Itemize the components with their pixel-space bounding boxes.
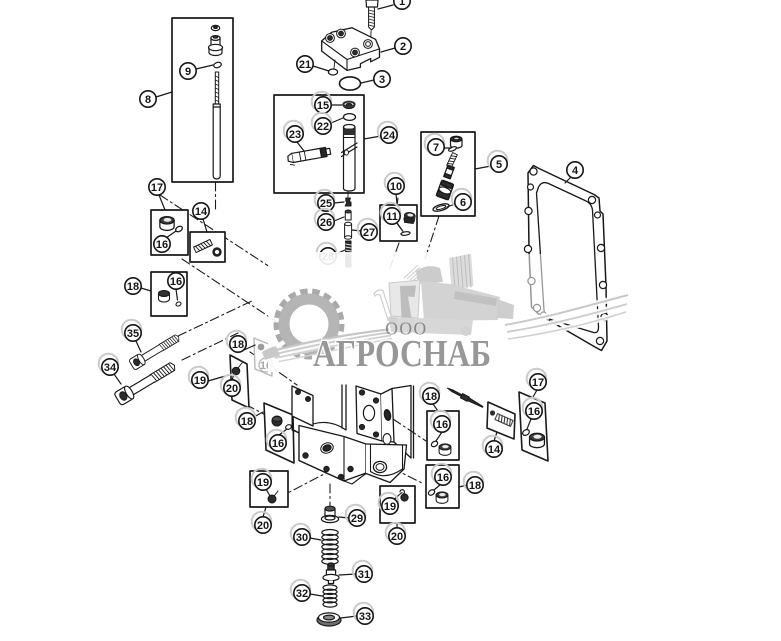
svg-text:34: 34 xyxy=(104,362,117,374)
svg-text:18: 18 xyxy=(469,480,481,492)
svg-text:ООО: ООО xyxy=(385,319,427,339)
svg-text:33: 33 xyxy=(359,611,371,623)
svg-text:35: 35 xyxy=(127,328,139,340)
svg-text:17: 17 xyxy=(532,377,544,389)
svg-text:9: 9 xyxy=(185,66,191,78)
svg-text:16: 16 xyxy=(528,406,540,418)
svg-text:1: 1 xyxy=(399,0,405,8)
svg-text:27: 27 xyxy=(363,227,375,239)
svg-text:18: 18 xyxy=(425,391,437,403)
svg-text:19: 19 xyxy=(194,375,206,387)
svg-text:18: 18 xyxy=(232,339,244,351)
svg-text:26: 26 xyxy=(320,217,332,229)
svg-text:2: 2 xyxy=(400,41,406,53)
svg-text:15: 15 xyxy=(317,100,329,112)
svg-text:30: 30 xyxy=(296,532,308,544)
svg-text:18: 18 xyxy=(241,416,253,428)
svg-text:20: 20 xyxy=(226,383,238,395)
svg-text:11: 11 xyxy=(386,211,398,223)
svg-text:10: 10 xyxy=(390,181,402,193)
svg-text:8: 8 xyxy=(145,94,151,106)
svg-text:20: 20 xyxy=(391,531,403,543)
svg-text:16: 16 xyxy=(437,472,449,484)
svg-text:24: 24 xyxy=(383,130,396,142)
svg-text:32: 32 xyxy=(296,588,308,600)
svg-text:14: 14 xyxy=(195,206,208,218)
svg-text:20: 20 xyxy=(257,520,269,532)
svg-text:14: 14 xyxy=(488,444,501,456)
svg-text:16: 16 xyxy=(436,419,448,431)
svg-text:17: 17 xyxy=(151,182,163,194)
svg-text:3: 3 xyxy=(379,74,385,86)
svg-text:АГРОСНАБ: АГРОСНАБ xyxy=(313,333,491,375)
svg-text:31: 31 xyxy=(358,569,370,581)
svg-text:16: 16 xyxy=(272,438,284,450)
svg-text:6: 6 xyxy=(460,197,466,209)
svg-text:25: 25 xyxy=(320,198,332,210)
svg-text:16: 16 xyxy=(156,239,168,251)
svg-text:18: 18 xyxy=(127,281,139,293)
svg-text:22: 22 xyxy=(317,121,329,133)
svg-text:4: 4 xyxy=(572,165,579,177)
svg-text:23: 23 xyxy=(289,129,301,141)
svg-text:7: 7 xyxy=(433,142,439,154)
svg-text:29: 29 xyxy=(351,513,363,525)
svg-text:5: 5 xyxy=(496,159,502,171)
svg-text:16: 16 xyxy=(170,276,182,288)
svg-text:19: 19 xyxy=(257,477,269,489)
svg-text:19: 19 xyxy=(384,501,396,513)
svg-text:21: 21 xyxy=(299,59,311,71)
